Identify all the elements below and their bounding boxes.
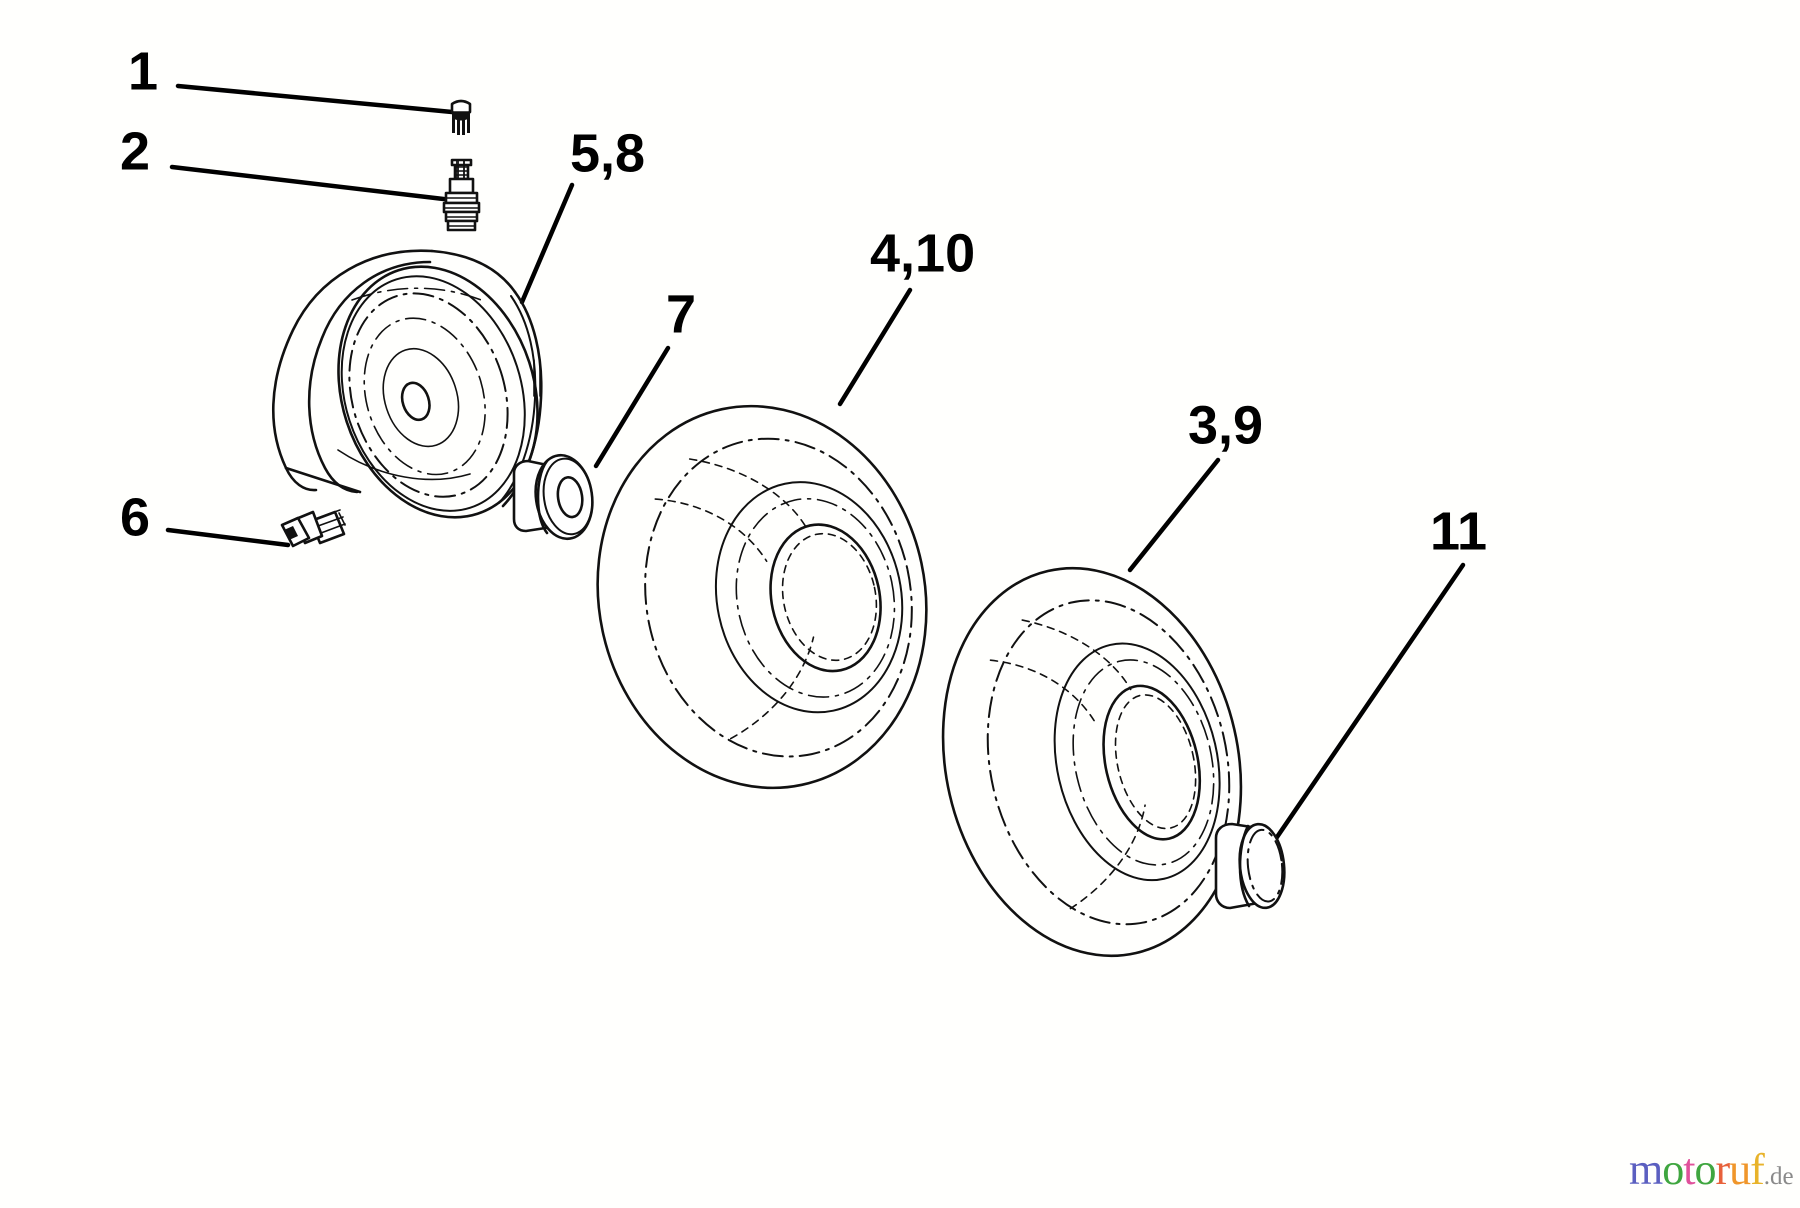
logo-letter-o1: o — [1662, 1145, 1684, 1194]
callout-label-6: 6 — [120, 487, 150, 547]
part-front-tire — [596, 404, 928, 790]
leader-line-3-9 — [1127, 457, 1221, 573]
leader-line-5-8 — [519, 182, 575, 305]
part-flange-bolt — [280, 509, 346, 548]
leader-line-2 — [169, 164, 455, 203]
leader-line-4-10 — [837, 287, 913, 407]
part-sleeve-bushing — [1214, 822, 1286, 910]
logo-letter-m: m — [1629, 1145, 1663, 1194]
logo-letter-u: u — [1729, 1145, 1751, 1194]
part-wheel-rim — [271, 249, 543, 519]
part-valve-cap — [450, 99, 472, 135]
part-valve-stem — [442, 158, 481, 232]
callout-label-11: 11 — [1430, 501, 1487, 561]
callout-label-1: 1 — [128, 41, 158, 101]
logo-letter-t: t — [1683, 1145, 1695, 1194]
leader-line-7 — [593, 345, 671, 469]
part-flanged-bushing — [512, 453, 594, 541]
logo-letter-r: r — [1715, 1145, 1730, 1194]
logo-letter-f: f — [1750, 1145, 1765, 1194]
callout-label-3-9: 3,9 — [1188, 395, 1263, 455]
callout-label-7: 7 — [666, 284, 696, 344]
leader-line-11 — [1272, 562, 1466, 843]
callout-label-2: 2 — [120, 121, 150, 181]
logo-letter-o2: o — [1694, 1145, 1716, 1194]
callout-labels: 1 2 5,8 7 4,10 3,9 6 11 — [120, 41, 1487, 561]
motoruf-watermark: motoruf.de — [1629, 1148, 1794, 1192]
callout-label-5-8: 5,8 — [570, 123, 645, 183]
leader-line-6 — [165, 527, 291, 548]
leader-lines — [165, 83, 1466, 843]
logo-tld: .de — [1763, 1163, 1794, 1190]
leader-line-1 — [175, 83, 455, 115]
part-rear-tire — [941, 566, 1243, 958]
callout-label-4-10: 4,10 — [870, 223, 975, 283]
